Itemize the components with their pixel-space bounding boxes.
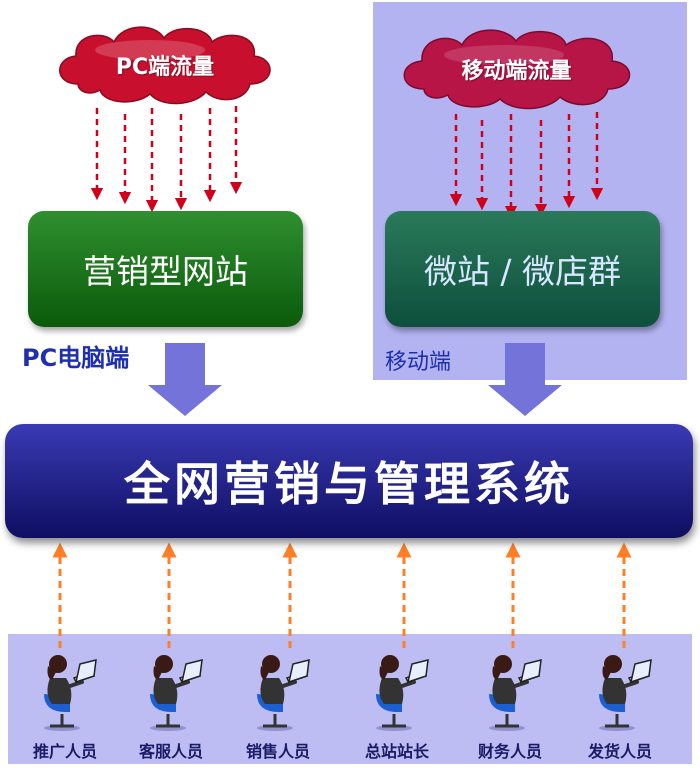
main-system-title: 全网营销与管理系统 (124, 457, 574, 511)
main-system-box: 全网营销与管理系统 (5, 424, 693, 538)
staff-role-label: 发货人员 (587, 742, 652, 761)
pc-channel-suffix: 电脑端 (57, 344, 130, 372)
pc-traffic-cloud: PC端流量 (50, 22, 280, 108)
mobile-traffic-cloud: 移动端流量 (394, 25, 639, 113)
staff-member: 财务人员 (455, 642, 565, 762)
marketing-website-label: 营销型网站 (83, 252, 248, 291)
person-at-laptop-icon (599, 655, 652, 731)
pc-channel-label: PC电脑端 (22, 338, 129, 373)
traffic-rain-arrows (90, 106, 604, 219)
flow-big-arrows (148, 343, 562, 416)
person-at-laptop-icon (257, 655, 310, 731)
pc-to-system-arrow (148, 343, 222, 416)
staff-member: 客服人员 (116, 642, 226, 762)
staff-member: 推广人员 (10, 642, 120, 762)
person-at-laptop-icon (376, 655, 429, 731)
staff-member: 总站站长 (342, 642, 452, 762)
person-at-laptop-icon (489, 655, 542, 731)
mobile-traffic-label: 移动端流量 (461, 59, 572, 84)
mobile-channel-label: 移动端 (385, 350, 452, 375)
marketing-website-box: 营销型网站 (28, 211, 303, 327)
staff-role-label: 销售人员 (245, 742, 310, 761)
pc-traffic-label: PC端流量 (115, 55, 215, 80)
staff-up-arrows (52, 542, 632, 648)
pc-channel-prefix: PC (22, 344, 58, 372)
staff-role-label: 总站站长 (364, 742, 429, 761)
staff-role-label: 推广人员 (32, 742, 97, 761)
staff-role-label: 财务人员 (477, 742, 542, 761)
micro-site-box: 微站 / 微店群 (385, 211, 660, 327)
micro-site-label: 微站 / 微店群 (423, 252, 622, 291)
staff-panel (8, 634, 692, 764)
staff-role-label: 客服人员 (138, 742, 203, 761)
person-at-laptop-icon (44, 655, 97, 731)
staff-member: 销售人员 (223, 642, 333, 762)
staff-member: 发货人员 (565, 642, 675, 762)
person-at-laptop-icon (150, 655, 203, 731)
mobile-to-system-arrow (488, 343, 562, 416)
